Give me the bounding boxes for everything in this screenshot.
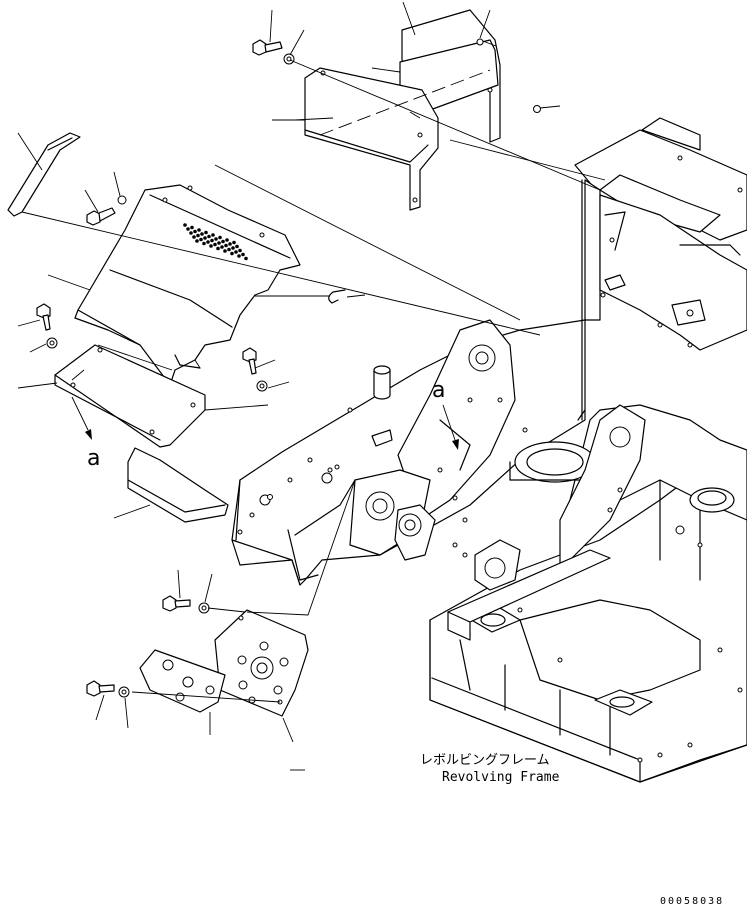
vent-hole (217, 241, 221, 245)
leader-lines (17, 1, 606, 771)
vent-hole (225, 238, 229, 242)
deck-holes (237, 397, 743, 763)
vent-hole (235, 244, 239, 249)
vent-hole (231, 246, 235, 250)
vent-hole (230, 251, 234, 256)
stay-rod (7, 132, 81, 217)
vent-hole (232, 240, 236, 245)
detail-ref-label-2: a (432, 378, 445, 403)
vent-hole (206, 240, 210, 244)
vent-hole (227, 247, 231, 252)
vent-hole (204, 230, 208, 235)
upper-structure (574, 117, 747, 421)
vent-hole (244, 256, 248, 261)
vent-hole (199, 237, 203, 242)
vent-hole (237, 254, 241, 258)
revolving-frame (231, 319, 747, 783)
vent-hole (234, 250, 238, 254)
vent-hole (183, 223, 187, 227)
vent-hole (228, 242, 232, 246)
vent-hole (223, 249, 227, 253)
top-cover-assembly (304, 9, 501, 211)
vent-hole (203, 236, 207, 240)
vent-hole (202, 241, 206, 246)
vent-hole (224, 243, 228, 248)
vent-hole (210, 238, 214, 243)
vent-hole (216, 246, 220, 251)
vent-hole (190, 225, 194, 230)
fasteners (36, 38, 541, 698)
detail-ref-arrow-1: a (71, 396, 100, 471)
rubber-block (127, 447, 229, 523)
vent-hole (196, 233, 200, 238)
vent-hole (189, 231, 193, 235)
vent-hole (209, 244, 213, 248)
vent-hole (195, 239, 199, 243)
vent-holes (183, 223, 248, 261)
vent-hole (214, 237, 218, 241)
vent-hole (193, 229, 197, 234)
vent-hole (197, 228, 201, 232)
vent-hole (200, 232, 204, 236)
floor-plate (74, 184, 301, 386)
vent-hole (220, 245, 224, 249)
frame-label-en: Revolving Frame (442, 770, 560, 785)
vent-hole (211, 233, 215, 237)
detail-ref-arrow-2: a (432, 378, 459, 450)
vent-hole (221, 239, 225, 244)
detail-ref-label-1: a (87, 446, 100, 471)
vent-hole (186, 227, 190, 231)
frame-label-jp: レボルビングフレーム (420, 753, 550, 768)
vent-hole (213, 242, 217, 247)
vent-hole (207, 234, 211, 239)
vent-hole (238, 248, 242, 253)
vent-hole (192, 235, 196, 239)
bottom-plates (139, 609, 309, 717)
vent-hole (241, 252, 245, 257)
drawing-code: 00058038 (660, 896, 724, 907)
vent-hole (218, 235, 222, 240)
